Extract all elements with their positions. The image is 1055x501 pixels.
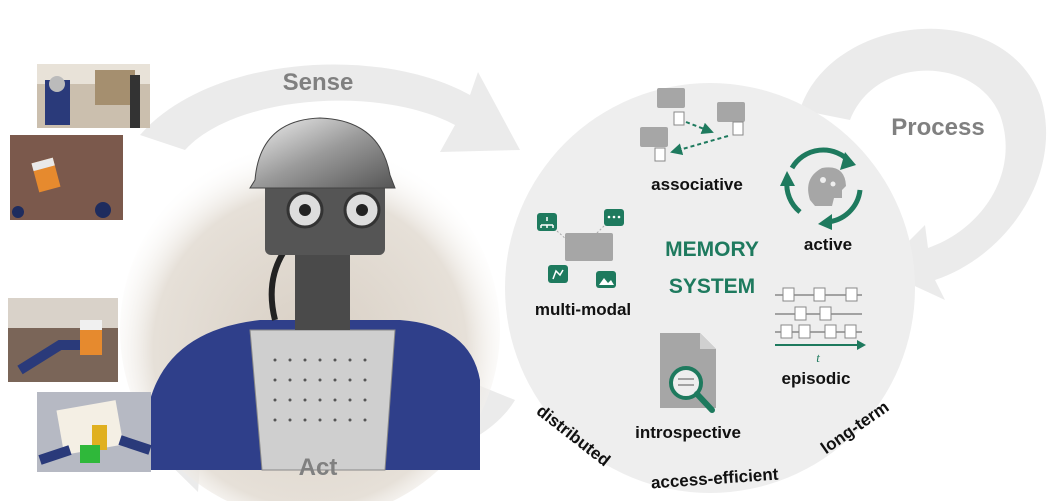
robot-helmet — [249, 117, 396, 189]
associative-icon — [640, 88, 745, 162]
sense-arrow — [140, 64, 520, 152]
act-label: Act — [299, 454, 338, 481]
introspective-label: introspective — [635, 423, 741, 442]
multimodal-icon — [537, 209, 624, 288]
active-icon — [780, 147, 863, 230]
robot-image — [150, 117, 480, 471]
thumb-robot-kitchen — [37, 64, 150, 128]
introspective-icon — [660, 333, 716, 413]
memory-title-line2: SYSTEM — [669, 275, 755, 298]
associative-label: associative — [651, 175, 743, 194]
process-label: Process — [891, 114, 984, 141]
episodic-label: episodic — [782, 369, 851, 388]
memory-title-line1: MEMORY — [665, 238, 759, 261]
sense-label: Sense — [283, 69, 354, 96]
thumb-grasp-top — [10, 135, 123, 220]
time-axis-label: t — [816, 350, 820, 365]
episodic-docs — [780, 287, 858, 339]
thumb-handover — [37, 392, 152, 472]
time-arrowhead — [857, 340, 866, 350]
active-label: active — [804, 235, 852, 254]
process-arrow — [800, 28, 1047, 300]
thumb-grasp-side — [8, 298, 118, 382]
multimodal-label: multi-modal — [535, 300, 631, 319]
